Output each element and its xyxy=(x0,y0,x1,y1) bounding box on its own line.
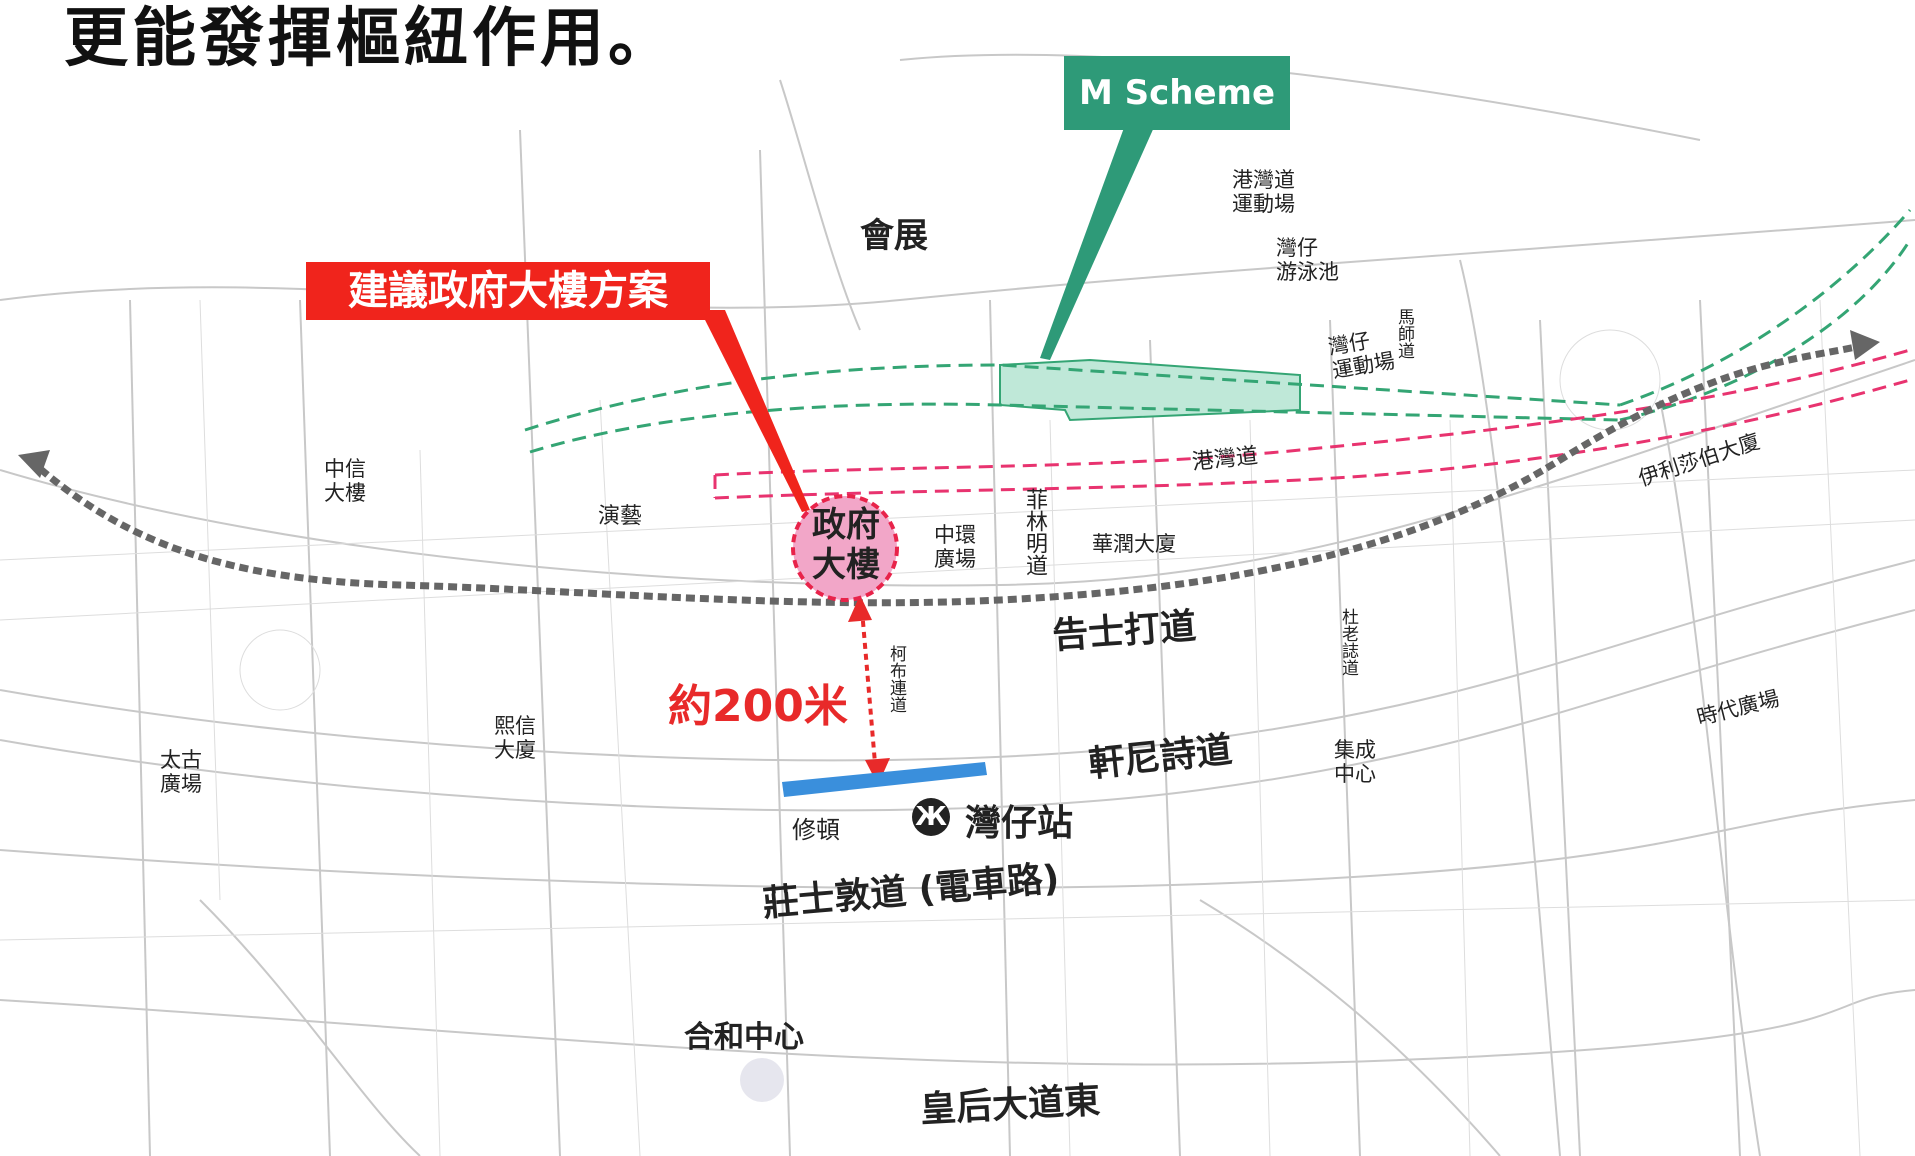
place-central-plaza: 中環 廣場 xyxy=(934,523,976,571)
distance-arrow xyxy=(860,609,878,776)
place-pacific-place: 太古 廣場 xyxy=(160,748,202,796)
road-fleming: 菲林明道 xyxy=(1022,488,1047,576)
place-convention: 會展 xyxy=(860,216,928,256)
page-title: 更能發揮樞紐作用。 xyxy=(64,2,676,76)
place-southorn: 修頓 xyxy=(792,816,840,844)
hopewell-dot xyxy=(740,1058,784,1102)
government-building-label: 政府 大樓 xyxy=(808,505,884,585)
road-tonnochy: 杜老誌道 xyxy=(1338,608,1358,676)
marker-line-2: 大樓 xyxy=(812,545,880,585)
place-citic: 中信 大樓 xyxy=(324,457,366,505)
m-scheme-label: M Scheme xyxy=(1078,73,1276,113)
walkway-arrow-west xyxy=(18,450,50,478)
m-scheme-callout: M Scheme xyxy=(1064,56,1290,130)
government-building-marker xyxy=(791,494,899,602)
road-percival: 馬師道 xyxy=(1394,308,1414,359)
proposal-callout: 建議政府大樓方案 xyxy=(306,262,710,320)
place-harbour-road-sports: 港灣道 運動場 xyxy=(1232,168,1295,216)
street-network xyxy=(0,53,1915,1156)
proposal-label: 建議政府大樓方案 xyxy=(348,268,668,314)
distance-arrowhead-bottom xyxy=(865,758,890,785)
place-china-resources: 華潤大廈 xyxy=(1092,532,1176,556)
proposal-pointer xyxy=(700,310,810,512)
mtr-logo-icon: Ж xyxy=(912,798,950,836)
distance-arrowhead-top xyxy=(848,595,872,622)
place-causeway-centre: 集成 中心 xyxy=(1334,738,1376,786)
station-label: 灣仔站 xyxy=(965,802,1074,844)
place-hysan: 熙信 大廈 xyxy=(494,714,536,762)
place-hopewell: 合和中心 xyxy=(684,1020,804,1055)
marker-line-1: 政府 xyxy=(812,505,880,545)
road-obrien: 柯布連道 xyxy=(886,645,906,713)
place-arts-centre: 演藝 xyxy=(598,504,643,529)
road-queens-east: 皇后大道東 xyxy=(919,1080,1102,1131)
walkway-route xyxy=(27,341,1866,607)
place-wanchai-pool: 灣仔 游泳池 xyxy=(1276,236,1339,284)
m-scheme-pointer xyxy=(1040,125,1155,360)
road-gloucester: 告士打道 xyxy=(1050,606,1198,657)
station-platform xyxy=(782,762,987,797)
minor-streets xyxy=(0,299,1915,1156)
pink-route xyxy=(713,348,1911,500)
distance-label: 約200米 xyxy=(668,681,848,732)
walkway-arrow-east xyxy=(1850,330,1880,360)
